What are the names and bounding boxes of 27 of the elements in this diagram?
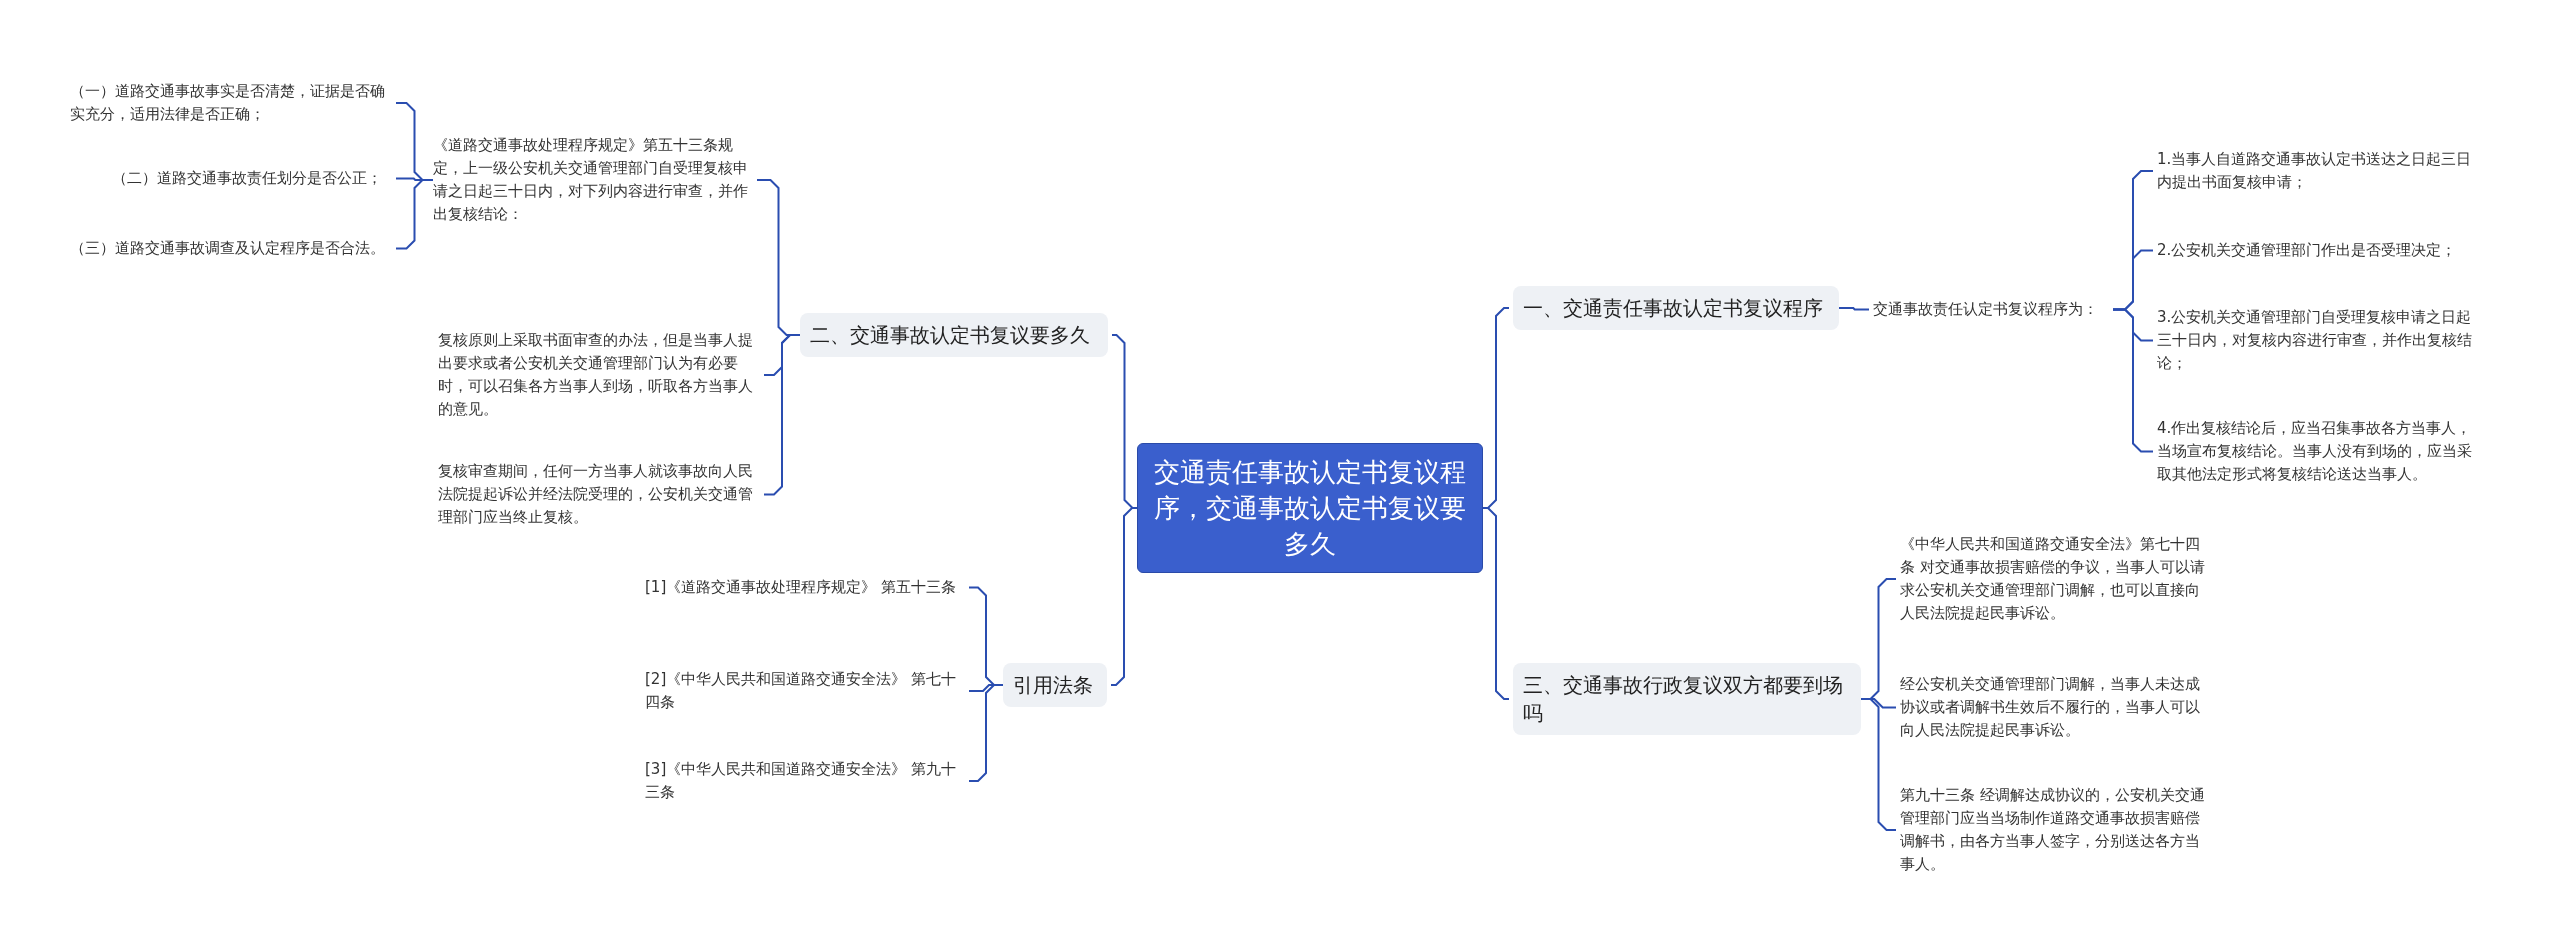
topic-box: 三、交通事故行政复议双方都要到场吗	[1513, 663, 1861, 735]
note-text: [2]《中华人民共和国道路交通安全法》 第七十四条	[645, 668, 965, 714]
note-text: 复核审查期间，任何一方当事人就该事故向人民法院提起诉讼并经法院受理的，公安机关交通管理部门应当终止复核。	[438, 460, 760, 529]
connector-line	[395, 179, 434, 250]
note-text: 复核原则上采取书面审查的办法，但是当事人提出要求或者公安机关交通管理部门认为有必要时，可以召集各方当事人到场，听取各方当事人的意见。	[438, 329, 760, 421]
central-topic-box: 交通责任事故认定书复议程序，交通事故认定书复议要多久	[1137, 443, 1483, 573]
note-text: 第九十三条 经调解达成协议的，公安机关交通管理部门应当当场制作道路交通事故损害赔偿调解书，由各方当事人签字，分别送达各方当事人。	[1900, 784, 2212, 876]
note-text: （二）道路交通事故责任划分是否公正；	[112, 167, 392, 190]
note-text: [3]《中华人民共和国道路交通安全法》 第九十三条	[645, 758, 965, 804]
connector-line	[1860, 698, 1897, 831]
topic-box: 一、交通责任事故认定书复议程序	[1513, 286, 1839, 330]
note-text: 4.作出复核结论后，应当召集事故各方当事人，当场宣布复核结论。当事人没有到场的，应当采取其他法定形式将复核结论送达当事人。	[2157, 417, 2472, 486]
note-text: 交通事故责任认定书复议程序为：	[1873, 298, 2113, 321]
note-text: 3.公安机关交通管理部门自受理复核申请之日起三十日内，对复核内容进行审查，并作出复核结论；	[2157, 306, 2472, 375]
topic-box: 二、交通事故认定书复议要多久	[800, 313, 1108, 357]
note-text: 《中华人民共和国道路交通安全法》第七十四条 对交通事故损害赔偿的争议，当事人可以请求公安机关交通管理部门调解，也可以直接向人民法院提起民事诉讼。	[1900, 533, 2212, 625]
note-text: [1]《道路交通事故处理程序规定》 第五十三条	[645, 576, 965, 599]
note-text: 1.当事人自道路交通事故认定书送达之日起三日内提出书面复核申请；	[2157, 148, 2472, 194]
connector-line	[2112, 308, 2154, 453]
note-text: （一）道路交通事故事实是否清楚，证据是否确实充分，适用法律是否正确；	[70, 80, 392, 126]
note-text: 《道路交通事故处理程序规定》第五十三条规定，上一级公安机关交通管理部门自受理复核申请之日起三十日内，对下列内容进行审查，并作出复核结论：	[433, 134, 753, 226]
topic-box: 引用法条	[1003, 663, 1107, 707]
note-text: （三）道路交通事故调查及认定程序是否合法。	[70, 237, 392, 260]
note-text: 2.公安机关交通管理部门作出是否受理决定；	[2157, 239, 2497, 262]
connector-line	[1838, 307, 1870, 311]
note-text: 经公安机关交通管理部门调解，当事人未达成协议或者调解书生效后不履行的，当事人可以向人民法院提起民事诉讼。	[1900, 673, 2212, 742]
connector-line	[763, 334, 801, 496]
